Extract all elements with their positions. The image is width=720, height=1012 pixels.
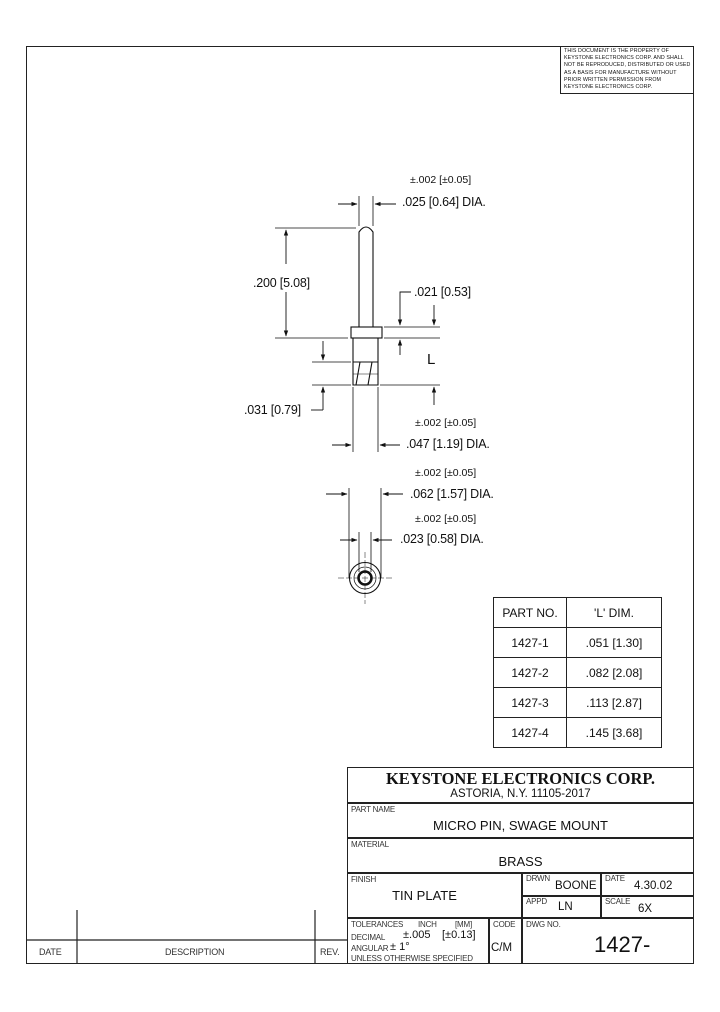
collar-thickness-label: .021 [0.53] [414, 285, 471, 299]
angular-label: ANGULAR [351, 944, 389, 953]
code-value: C/M [491, 942, 513, 954]
rev-description-label: DESCRIPTION [165, 947, 225, 957]
header-part-no: PART NO. [493, 597, 567, 628]
copyright-notice: THIS DOCUMENT IS THE PROPERTY OF KEYSTON… [560, 46, 694, 94]
l-dim-cell: .082 [2.08] [566, 657, 662, 688]
table-row: 1427-1 .051 [1.30] [493, 627, 662, 658]
rev-date-label: DATE [39, 947, 62, 957]
table-row: 1427-4 .145 [3.68] [493, 717, 662, 748]
id-tolerance: ±.002 [±0.05] [415, 513, 477, 525]
table-header-row: PART NO. 'L' DIM. [493, 597, 662, 628]
material-value: BRASS [498, 854, 543, 869]
code-block [489, 918, 522, 964]
material-label: MATERIAL [351, 840, 389, 849]
mm-label: [MM] [455, 920, 472, 929]
inch-label: INCH [418, 920, 437, 929]
part-no-cell: 1427-4 [493, 717, 567, 748]
l-dimension-label: L [427, 351, 436, 368]
appd-label: APPD [526, 897, 547, 906]
company-name: KEYSTONE ELECTRONICS CORP. [385, 769, 656, 788]
part-no-cell: 1427-1 [493, 627, 567, 658]
table-row: 1427-2 .082 [2.08] [493, 657, 662, 688]
drwn-label: DRWN [526, 874, 550, 883]
finish-label: FINISH [351, 875, 377, 884]
id-diameter-label: .023 [0.58] DIA. [400, 532, 484, 546]
part-no-cell: 1427-3 [493, 687, 567, 718]
tolerances-block [347, 918, 489, 964]
material-block [347, 838, 694, 873]
code-label: CODE [493, 920, 516, 929]
tolerances-label: TOLERANCES [351, 920, 404, 929]
finish-block [347, 873, 522, 918]
tip-diameter-label: .025 [0.64] DIA. [402, 195, 486, 209]
od-tolerance: ±.002 [±0.05] [415, 467, 477, 479]
part-no-cell: 1427-2 [493, 657, 567, 688]
part-name-block [347, 803, 694, 838]
parts-table: PART NO. 'L' DIM. 1427-1 .051 [1.30] 142… [493, 597, 662, 748]
header-l-dim: 'L' DIM. [566, 597, 662, 628]
pin-collar [350, 326, 383, 339]
company-block [347, 767, 694, 803]
pin-length-label: .200 [5.08] [253, 276, 310, 290]
drwn-value: BOONE [555, 880, 597, 892]
date-value: 4.30.02 [634, 880, 673, 892]
unless-note: UNLESS OTHERWISE SPECIFIED [351, 954, 473, 963]
shank-tolerance: ±.002 [±0.05] [415, 417, 477, 429]
table-row: 1427-3 .113 [2.87] [493, 687, 662, 718]
appd-value: LN [558, 901, 573, 913]
l-dim-cell: .145 [3.68] [566, 717, 662, 748]
company-address: ASTORIA, N.Y. 11105-2017 [450, 788, 591, 800]
scale-value: 6X [638, 903, 653, 915]
date-label: DATE [605, 874, 625, 883]
od-diameter-label: .062 [1.57] DIA. [410, 487, 494, 501]
scale-label: SCALE [605, 897, 631, 906]
angular-tolerance: ± 1° [390, 941, 410, 953]
decimal-tolerance-mm: [±0.13] [442, 929, 476, 941]
swage-length-label: .031 [0.79] [244, 403, 301, 417]
decimal-label: DECIMAL [351, 933, 386, 942]
finish-value: TIN PLATE [392, 888, 457, 903]
dwg-no-value: 1427- [594, 932, 651, 957]
decimal-tolerance: ±.005 [403, 929, 431, 941]
scale-block [601, 896, 694, 918]
dwg-no-block [522, 918, 694, 964]
shank-diameter-label: .047 [1.19] DIA. [406, 437, 490, 451]
pin-tip [358, 226, 374, 327]
appd-block [522, 896, 601, 918]
part-name-label: PART NAME [351, 805, 395, 814]
dwg-no-label: DWG NO. [526, 920, 561, 929]
tip-tolerance: ±.002 [±0.05] [410, 174, 472, 186]
date-block [601, 873, 694, 896]
part-name-value: MICRO PIN, SWAGE MOUNT [432, 818, 609, 833]
l-dim-cell: .051 [1.30] [566, 627, 662, 658]
rev-label: REV. [320, 947, 340, 957]
drwn-block [522, 873, 601, 896]
